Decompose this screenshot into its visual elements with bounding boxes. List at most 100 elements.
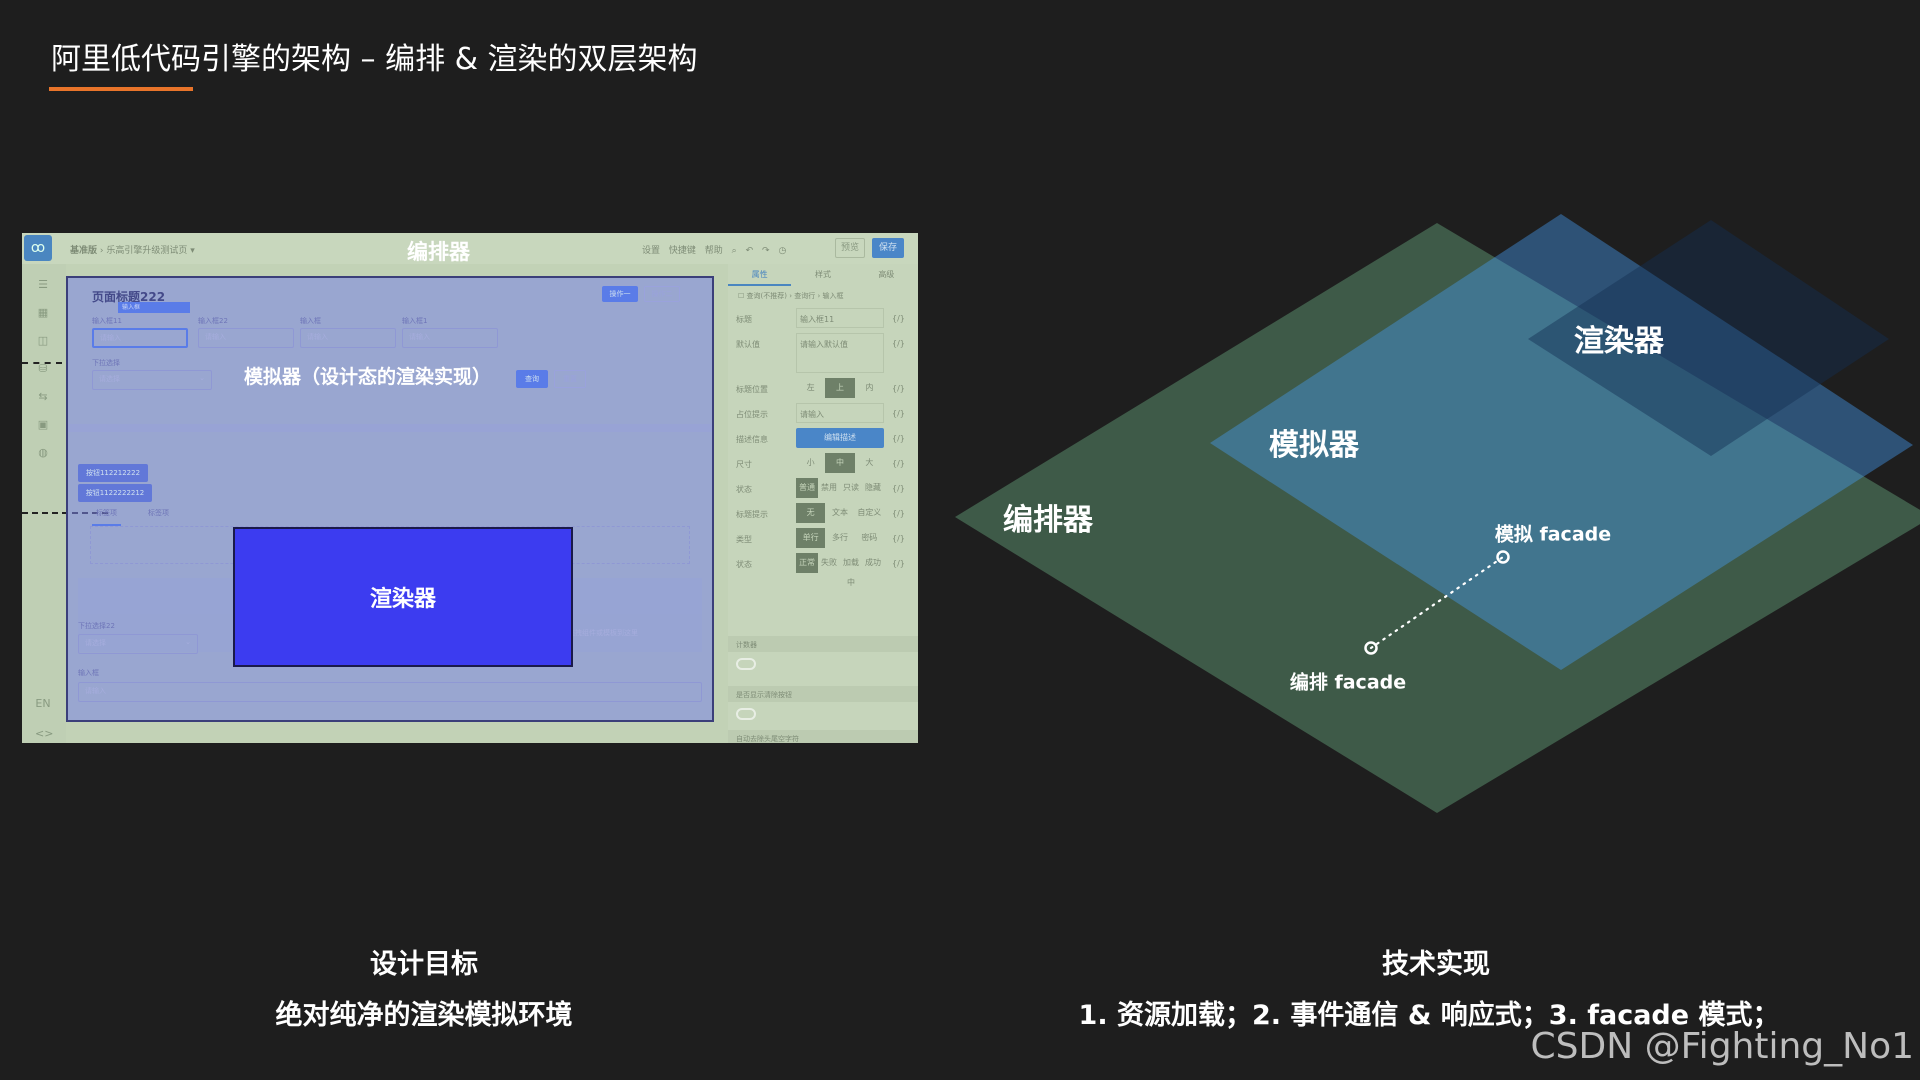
- button-2[interactable]: 按钮1122222212: [78, 484, 152, 502]
- text-input[interactable]: 请输入: [300, 328, 396, 348]
- select-placeholder: 请选择: [85, 639, 106, 647]
- editor-facade-label: 编排 facade: [1289, 671, 1407, 694]
- variable-binding-icon[interactable]: {/}: [892, 339, 905, 348]
- prop-label: 状态: [736, 485, 752, 494]
- query-button[interactable]: 查询: [516, 370, 548, 388]
- tab-item[interactable]: 标签项: [148, 509, 169, 517]
- breadcrumb: 基准版 › 乐高引擎升级测试页 ▾: [70, 246, 195, 256]
- prop-label: 描述信息: [736, 435, 768, 444]
- prop-input[interactable]: 请输入: [796, 403, 884, 423]
- language-toggle[interactable]: EN: [35, 697, 51, 710]
- prop-option[interactable]: 密码: [861, 533, 878, 542]
- variable-binding-icon[interactable]: {/}: [892, 559, 905, 568]
- globe-icon[interactable]: ◍: [38, 446, 48, 459]
- tab-advanced[interactable]: 高级: [878, 270, 895, 279]
- image-icon[interactable]: ▣: [37, 418, 49, 431]
- select2-field[interactable]: 请选择⌄: [78, 634, 198, 654]
- watermark: CSDN @Fighting_No1: [1530, 1026, 1914, 1067]
- prop-label: 标题提示: [736, 510, 768, 519]
- select-field[interactable]: 请选择⌄: [92, 370, 212, 390]
- variable-binding-icon[interactable]: {/}: [892, 459, 905, 468]
- prop-input[interactable]: 请输入默认值: [796, 333, 884, 373]
- prop-option[interactable]: 左: [806, 383, 815, 392]
- history-icon[interactable]: ◷: [778, 246, 787, 256]
- breadcrumb-item[interactable]: 乐高引擎升级测试页: [106, 246, 188, 256]
- button-1[interactable]: 按钮112212222: [78, 464, 148, 482]
- shortcuts-link[interactable]: 快捷键: [668, 246, 696, 256]
- prop-option[interactable]: 大: [865, 458, 874, 467]
- prop-label: 尺寸: [736, 460, 752, 469]
- undo-icon[interactable]: ↶: [745, 246, 754, 256]
- prop-option[interactable]: 成功: [865, 558, 881, 567]
- outline-icon[interactable]: ☰: [38, 278, 48, 291]
- path-item[interactable]: 查询(不推荐): [746, 292, 787, 300]
- renderer-layer-label: 渲染器: [1574, 324, 1664, 359]
- simulator-label: 模拟器（设计态的渲染实现）: [244, 366, 492, 388]
- text-input[interactable]: 请输入: [402, 328, 498, 348]
- variable-binding-icon[interactable]: {/}: [892, 314, 905, 323]
- prop-option[interactable]: 多行: [831, 533, 848, 542]
- save-button[interactable]: 保存: [872, 238, 904, 258]
- renderer-box: 渲染器: [233, 527, 573, 667]
- path-item[interactable]: 查询行: [794, 292, 816, 300]
- prop-option[interactable]: 文本: [831, 508, 848, 517]
- edit-description-button[interactable]: 编辑描述: [796, 428, 884, 448]
- prop-option[interactable]: 加载中: [843, 558, 859, 587]
- variable-binding-icon[interactable]: {/}: [892, 384, 905, 393]
- prop-option[interactable]: 单行: [796, 528, 826, 548]
- prop-option[interactable]: 上: [825, 378, 855, 398]
- help-link[interactable]: 帮助: [704, 246, 723, 256]
- variable-binding-icon[interactable]: {/}: [892, 484, 905, 493]
- property-row: 类型单行多行密码{/}: [736, 528, 914, 548]
- prop-option[interactable]: 失败: [821, 558, 837, 567]
- prop-option[interactable]: 内: [865, 383, 874, 392]
- property-row: 描述信息 编辑描述 {/}: [736, 428, 914, 448]
- simulator-facade-point: [1496, 550, 1510, 564]
- code-icon[interactable]: <>: [35, 727, 54, 740]
- text-input[interactable]: 请输入: [198, 328, 294, 348]
- prop-option[interactable]: 只读: [843, 483, 859, 492]
- prop-option[interactable]: 自定义: [857, 508, 882, 517]
- field-label: 输入框22: [198, 317, 228, 325]
- prop-option[interactable]: 隐藏: [865, 483, 881, 492]
- preview-button[interactable]: 预览: [835, 238, 865, 258]
- field-label: 输入框11: [92, 317, 122, 325]
- input-field[interactable]: 请输入: [78, 682, 702, 702]
- prop-option[interactable]: 中: [825, 453, 855, 473]
- variable-binding-icon[interactable]: {/}: [892, 534, 905, 543]
- text-input[interactable]: 请输入: [92, 328, 188, 348]
- variable-binding-icon[interactable]: {/}: [892, 434, 905, 443]
- section-counter: 计数器: [728, 636, 918, 652]
- counter-toggle[interactable]: [736, 658, 756, 670]
- variable-binding-icon[interactable]: {/}: [892, 409, 905, 418]
- property-row: 尺寸 小 中 大 {/}: [736, 453, 914, 473]
- tab-item[interactable]: 标签项: [92, 508, 121, 526]
- breadcrumb-item[interactable]: 基准版: [70, 246, 98, 256]
- search-icon[interactable]: ⌕: [731, 246, 737, 256]
- slide-title: 阿里低代码引擎的架构 – 编排 & 渲染的双层架构: [51, 42, 698, 77]
- logic-icon[interactable]: ⇆: [38, 390, 48, 403]
- prop-option[interactable]: 小: [806, 458, 815, 467]
- prop-option[interactable]: 无: [796, 503, 826, 523]
- prop-option[interactable]: 普通: [796, 478, 818, 498]
- components-icon[interactable]: ▦: [37, 306, 49, 319]
- design-goal-heading: 设计目标: [370, 949, 478, 980]
- blocks-icon[interactable]: ◫: [37, 334, 49, 347]
- settings-link[interactable]: 设置: [642, 246, 661, 256]
- action-one-button[interactable]: 操作一: [602, 286, 638, 302]
- prop-option[interactable]: 禁用: [821, 483, 837, 492]
- variable-binding-icon[interactable]: {/}: [892, 509, 905, 518]
- reset-button[interactable]: 重置: [554, 370, 586, 388]
- select2-label: 下拉选择22: [78, 622, 115, 630]
- selected-component-tag[interactable]: 输入框: [118, 302, 190, 313]
- clear-toggle[interactable]: [736, 708, 756, 720]
- prop-input[interactable]: 输入框11: [796, 308, 884, 328]
- datasource-icon[interactable]: ⛁: [38, 362, 48, 375]
- redo-icon[interactable]: ↷: [762, 246, 770, 256]
- prop-option[interactable]: 正常: [796, 553, 818, 573]
- tab-properties[interactable]: 属性: [728, 264, 792, 286]
- property-row: 状态 普通禁用只读隐藏 {/}: [736, 478, 914, 498]
- tab-style[interactable]: 样式: [814, 270, 831, 279]
- path-item[interactable]: 输入框: [822, 292, 844, 300]
- action-two-button[interactable]: 操作二: [644, 286, 680, 302]
